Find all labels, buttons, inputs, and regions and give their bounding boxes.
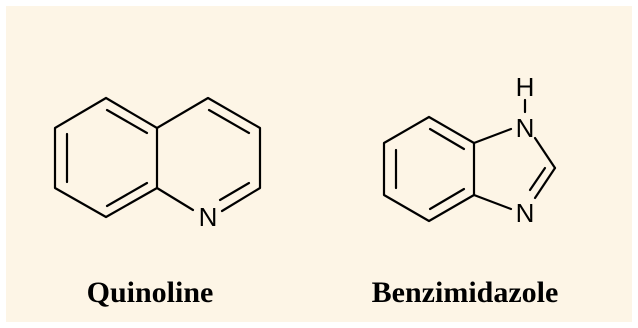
benzimidazole-hydrogen-label: H bbox=[516, 72, 535, 102]
benzimidazole-benzene-ring bbox=[382, 115, 476, 223]
quinoline-benzene-ring bbox=[53, 96, 159, 219]
benzimidazole-c-n-double-bond-inner bbox=[528, 166, 547, 192]
quinoline-structure: N bbox=[53, 96, 262, 232]
benzimidazole-double-bond bbox=[428, 127, 466, 151]
quinoline-c-n-bond bbox=[155, 186, 195, 212]
quinoline-double-bond bbox=[218, 181, 251, 202]
quinoline-double-bond bbox=[105, 181, 149, 208]
benzimidazole-c-nh-bond bbox=[472, 127, 513, 145]
quinoline-pyridine-ring bbox=[155, 96, 262, 213]
benzimidazole-caption: Benzimidazole bbox=[372, 276, 559, 309]
quinoline-double-bond bbox=[105, 108, 149, 135]
benzimidazole-structure: H N N bbox=[382, 72, 557, 228]
benzimidazole-nitrogen-label: N bbox=[516, 198, 535, 228]
benzimidazole-nh-nitrogen-label: N bbox=[516, 113, 535, 143]
benzimidazole-c-n-double-bond bbox=[533, 166, 557, 200]
diagram-panel bbox=[6, 6, 632, 322]
benzimidazole-double-bond bbox=[428, 187, 466, 211]
quinoline-caption: Quinoline bbox=[87, 276, 214, 309]
benzimidazole-nh-c-bond bbox=[533, 136, 557, 170]
quinoline-nitrogen-label: N bbox=[199, 202, 218, 232]
quinoline-double-bond bbox=[207, 108, 251, 135]
benzimidazole-c-n-bond bbox=[472, 193, 513, 211]
